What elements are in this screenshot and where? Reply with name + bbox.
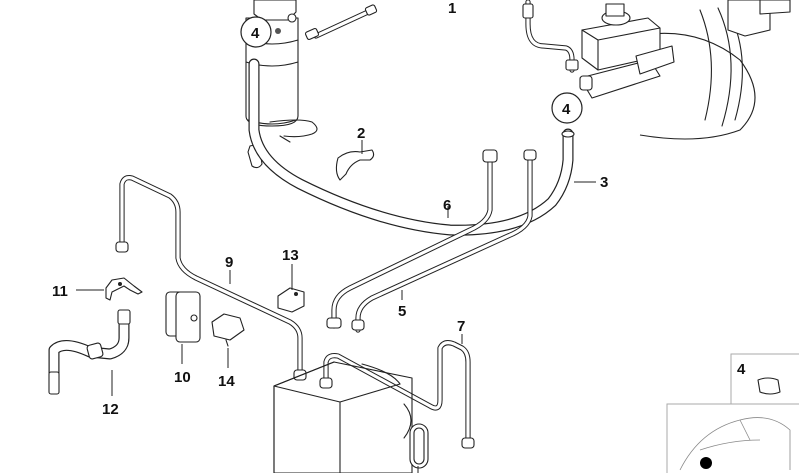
part-13-clip xyxy=(277,287,305,313)
inset-part-label: 4 xyxy=(737,361,746,378)
callout-11: 11 xyxy=(52,283,68,300)
circled-callout-4b-text: 4 xyxy=(562,101,571,118)
callout-10: 10 xyxy=(174,369,191,386)
callout-12: 12 xyxy=(102,401,119,418)
part-8-grommet xyxy=(409,423,429,469)
callout-14: 14 xyxy=(218,373,235,390)
callout-5: 5 xyxy=(398,303,406,320)
circled-callout-4-accumulator: 4 xyxy=(240,16,272,48)
part-14-holder xyxy=(211,313,245,347)
part-2-clip xyxy=(335,149,375,181)
callout-9: 9 xyxy=(225,254,233,271)
callout-13: 13 xyxy=(282,247,299,264)
hydraulic-unit xyxy=(273,361,413,473)
leader-lines xyxy=(76,140,596,473)
circled-callout-4a-text: 4 xyxy=(251,25,260,42)
part-9-pipe xyxy=(115,175,307,381)
callout-2: 2 xyxy=(357,125,365,142)
part-6-pipe xyxy=(326,149,498,329)
inset-panel xyxy=(666,353,799,473)
part-12-brake-hose xyxy=(48,309,131,395)
part-11-bracket xyxy=(105,277,143,301)
callout-7: 7 xyxy=(457,318,465,335)
part-10-rubber-mount xyxy=(165,291,201,343)
part-5-pipe xyxy=(351,149,537,333)
master-cylinder-feed-pipe xyxy=(522,0,579,73)
circled-callout-4-master-cylinder: 4 xyxy=(551,92,583,124)
part-7-pipe xyxy=(319,340,475,449)
part-1-pipe xyxy=(304,4,378,41)
callout-3: 3 xyxy=(600,174,608,191)
callout-1: 1 xyxy=(448,0,456,17)
vehicle-location-marker xyxy=(700,457,712,469)
part-3-hose xyxy=(248,58,575,236)
callout-6: 6 xyxy=(443,197,451,214)
master-cylinder xyxy=(579,3,675,99)
